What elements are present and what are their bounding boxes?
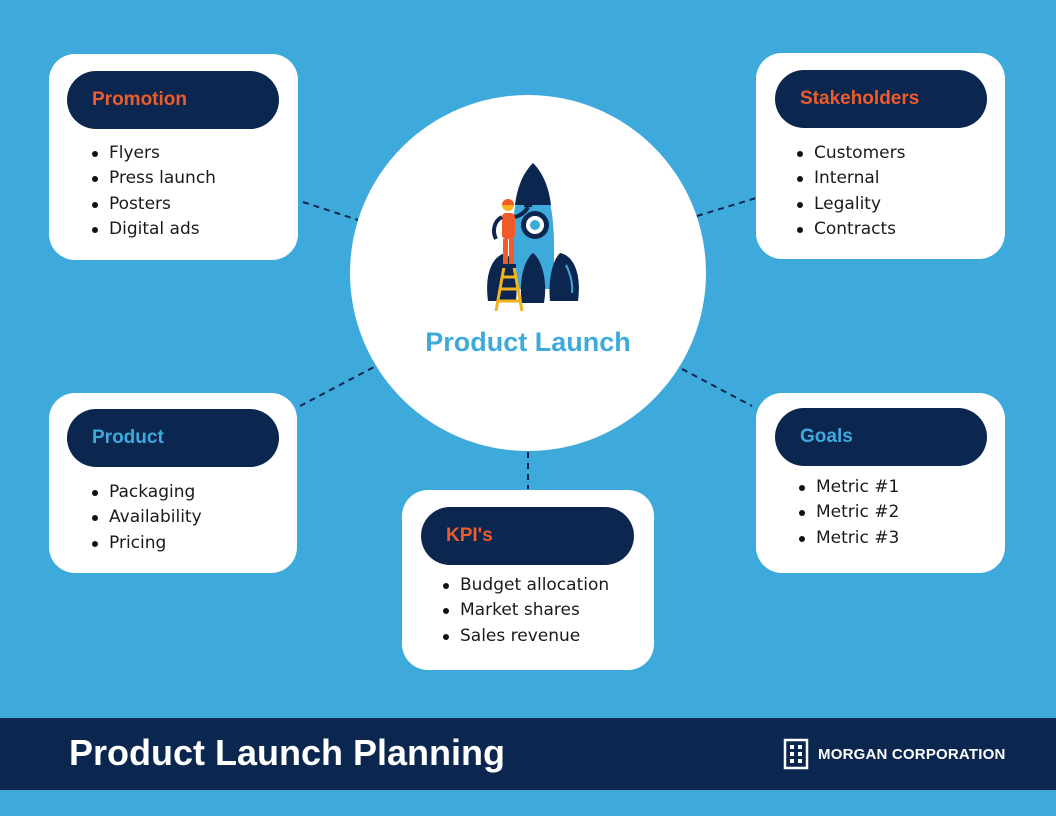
list-item: Sales revenue [442,624,609,649]
footer-title: Product Launch Planning [69,732,506,773]
connector-goals [681,368,753,407]
product-card: Product Packaging Availability Pricing [49,393,297,573]
list-item: Metric #2 [798,500,899,525]
product-list: Packaging Availability Pricing [92,480,202,556]
list-item: Packaging [92,480,202,505]
brand-name: MORGAN CORPORATION [818,745,1006,763]
connector-stakeholders [696,197,757,217]
list-item: Customers [796,141,905,166]
list-item: Budget allocation [442,573,609,598]
list-item: Availability [92,505,202,530]
center-title: Product Launch [425,327,631,357]
building-icon [783,738,809,770]
brand: MORGAN CORPORATION [782,738,1005,770]
list-item: Internal [796,166,905,191]
footer-bar: Product Launch Planning MORGAN CORPORATI… [0,718,1056,790]
list-item: Metric #1 [798,475,899,500]
goals-title: Goals [775,408,987,466]
kpis-list: Budget allocation Market shares Sales re… [442,573,609,649]
promotion-list: Flyers Press launch Posters Digital ads [92,141,216,242]
list-item: Pricing [92,531,202,556]
list-item: Contracts [796,217,905,242]
list-item: Market shares [442,598,609,623]
product-title: Product [67,409,279,467]
list-item: Metric #3 [798,526,899,551]
rocket-with-worker-icon [487,163,579,312]
goals-card: Goals Metric #1 Metric #2 Metric #3 [756,393,1005,573]
stakeholders-list: Customers Internal Legality Contracts [796,141,905,242]
promotion-title: Promotion [67,71,279,129]
list-item: Press launch [92,166,216,191]
list-item: Legality [796,192,905,217]
connector-promotion [302,201,359,221]
stakeholders-card: Stakeholders Customers Internal Legality… [756,53,1005,259]
goals-list: Metric #1 Metric #2 Metric #3 [798,475,899,551]
list-item: Flyers [92,141,216,166]
center-circle: Product Launch [350,95,706,451]
connector-product [299,366,375,407]
list-item: Digital ads [92,217,216,242]
promotion-card: Promotion Flyers Press launch Posters Di… [49,54,298,260]
list-item: Posters [92,192,216,217]
stakeholders-title: Stakeholders [775,70,987,128]
kpis-title: KPI's [421,507,634,565]
kpis-card: KPI's Budget allocation Market shares Sa… [402,490,654,670]
